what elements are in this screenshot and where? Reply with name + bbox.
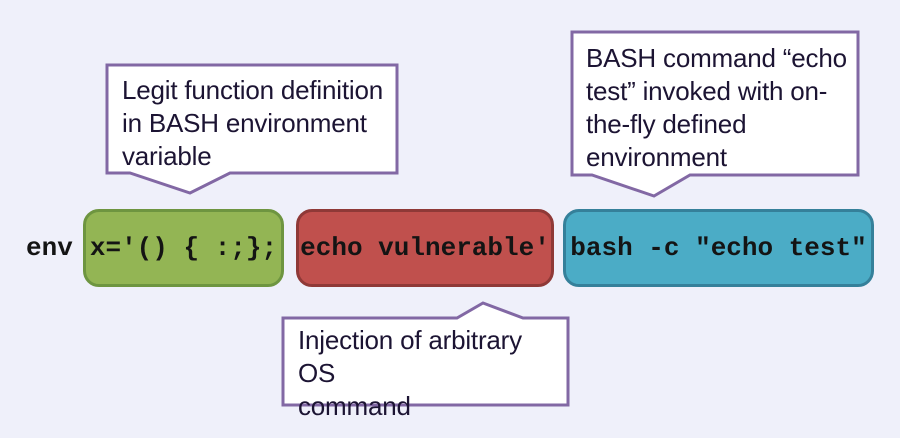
callout-injection-text: Injection of arbitrary OS command (298, 325, 522, 421)
command-prefix-env: env (26, 233, 73, 263)
callout-bubble-legit (105, 63, 399, 195)
callout-bubble-inject (281, 301, 570, 407)
command-segment-bash-invocation: bash -c "echo test" (563, 209, 874, 287)
command-segment-injected-command: echo vulnerable' (296, 209, 554, 287)
callout-legit-function-text: Legit function definition in BASH enviro… (122, 75, 383, 171)
command-segment-env-assignment: x='() { :;}; (83, 209, 284, 287)
callout-bash-invoked-text: BASH command “echo test” invoked with on… (586, 43, 847, 172)
callout-bubble-invoke (570, 30, 860, 198)
